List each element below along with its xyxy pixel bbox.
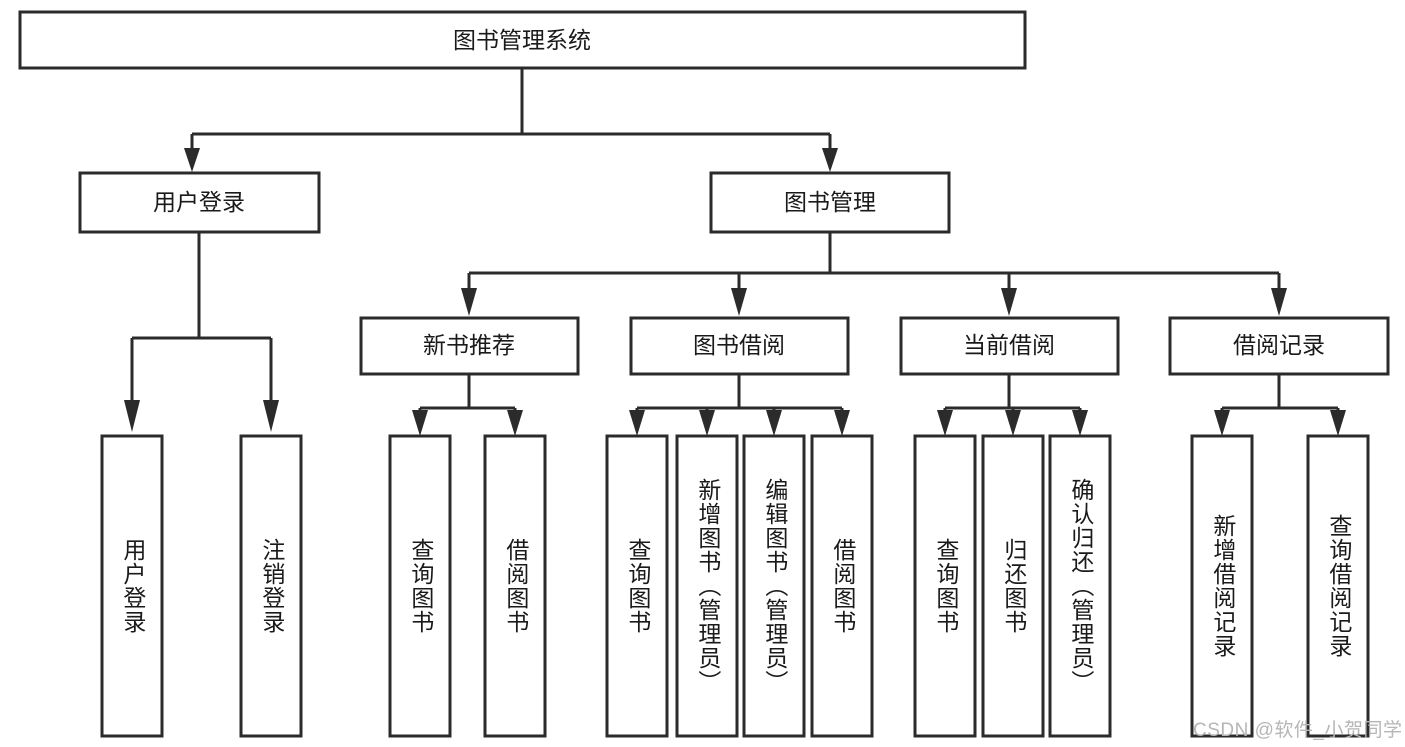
- arrow-borrow-leaf-4: [834, 410, 850, 436]
- arrow-borrow-leaf-3: [766, 410, 782, 436]
- node-current-borrow-label: 当前借阅: [963, 332, 1055, 358]
- arrow-to-user-login: [184, 148, 200, 172]
- arrow-borrow-leaf-1: [629, 410, 645, 436]
- arrow-to-book-manage: [822, 148, 838, 172]
- node-leaf-newbook-2[interactable]: [483, 434, 547, 738]
- node-leaf-borrow-1[interactable]: [605, 434, 669, 738]
- arrow-to-newbook: [461, 288, 477, 316]
- node-root[interactable]: [18, 10, 1027, 70]
- node-user-login-label: 用户登录: [153, 189, 245, 215]
- node-leaf-borrow-4[interactable]: [810, 434, 874, 738]
- arrow-current-leaf-3: [1072, 410, 1088, 436]
- arrow-userlogin-leaf-2: [263, 400, 279, 432]
- arrow-to-current: [1001, 288, 1017, 316]
- node-book-borrow-label: 图书借阅: [693, 332, 785, 358]
- arrow-borrow-leaf-2: [699, 410, 715, 436]
- arrow-newbook-leaf-2: [507, 410, 523, 436]
- node-leaf-current-3[interactable]: [1048, 434, 1112, 738]
- arrow-current-leaf-1: [937, 410, 953, 436]
- node-borrow-records[interactable]: [1168, 316, 1390, 376]
- node-leaf-newbook-1[interactable]: [388, 434, 452, 738]
- node-root-label: 图书管理系统: [453, 27, 591, 53]
- node-new-book-recommend[interactable]: [359, 316, 580, 376]
- node-book-borrow[interactable]: [629, 316, 850, 376]
- arrow-records-leaf-1: [1214, 410, 1230, 436]
- node-leaf-borrow-2[interactable]: [675, 434, 739, 738]
- nodes-group: 图书管理系统 用户登录 图书管理 新书推荐 图书借阅 当前借阅 借阅记录: [18, 10, 1390, 738]
- node-user-login[interactable]: [78, 171, 321, 234]
- node-leaf-borrow-3[interactable]: [742, 434, 806, 738]
- node-book-manage-label: 图书管理: [784, 189, 876, 215]
- node-leaf-user-login-1[interactable]: [100, 434, 164, 738]
- node-leaf-current-1[interactable]: [913, 434, 977, 738]
- csdn-watermark: CSDN @软件_小贺同学: [1193, 720, 1403, 741]
- arrow-current-leaf-2: [1005, 410, 1021, 436]
- node-new-book-recommend-label: 新书推荐: [423, 332, 515, 358]
- node-leaf-records-2[interactable]: [1306, 434, 1370, 738]
- arrow-userlogin-leaf-1: [124, 400, 140, 432]
- arrow-to-borrow: [731, 288, 747, 316]
- node-leaf-records-1[interactable]: [1190, 434, 1254, 738]
- node-current-borrow[interactable]: [899, 316, 1120, 376]
- arrow-newbook-leaf-1: [412, 410, 428, 436]
- connectors-group: [124, 68, 1346, 436]
- node-leaf-user-login-2[interactable]: [239, 434, 303, 738]
- node-leaf-current-2[interactable]: [981, 434, 1045, 738]
- node-book-manage[interactable]: [709, 171, 951, 234]
- arrow-to-records: [1271, 288, 1287, 316]
- arrow-records-leaf-2: [1330, 410, 1346, 436]
- node-borrow-records-label: 借阅记录: [1233, 332, 1325, 358]
